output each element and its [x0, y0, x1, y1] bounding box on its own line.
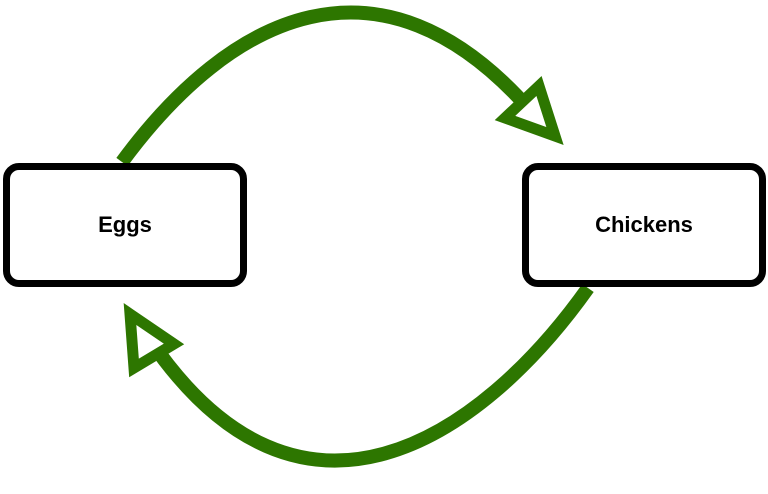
- arrow-eggs-to-chickens: [116, 5, 536, 167]
- arrow-eggs-to-chickens-head: [494, 76, 564, 145]
- node-chickens-label: Chickens: [595, 212, 693, 237]
- node-eggs[interactable]: Eggs: [3, 163, 247, 287]
- node-chickens[interactable]: Chickens: [522, 163, 766, 287]
- node-eggs-label: Eggs: [98, 212, 152, 237]
- arrow-chickens-to-eggs-head: [123, 303, 185, 378]
- arrow-chickens-to-eggs: [144, 283, 594, 468]
